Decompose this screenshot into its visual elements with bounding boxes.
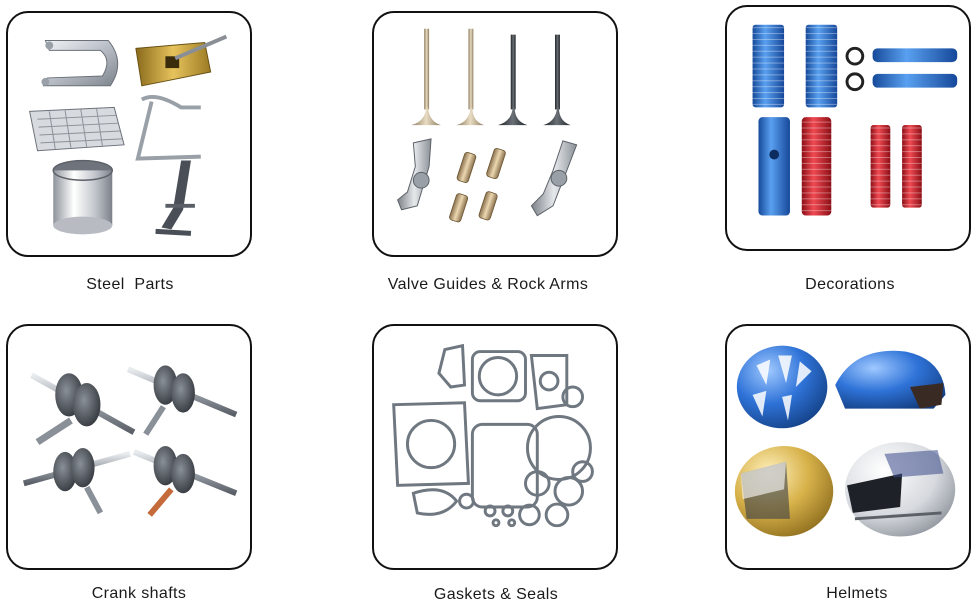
gaskets-seals-image <box>392 343 594 528</box>
steel-parts-card[interactable] <box>6 11 252 257</box>
helmets-label[interactable]: Helmets <box>826 585 888 602</box>
helmets-card[interactable] <box>725 324 971 570</box>
valve-guides-rock-arms-image <box>397 28 578 223</box>
crank-shafts-image <box>22 365 238 517</box>
gaskets-seals-card[interactable] <box>372 324 618 570</box>
gaskets-seals-label[interactable]: Gaskets & Seals <box>433 586 559 603</box>
valve-guides-rock-arms-label[interactable]: Valve Guides & Rock Arms <box>387 276 589 293</box>
valve-guides-rock-arms-card[interactable] <box>372 11 618 257</box>
steel-parts-image <box>29 34 228 236</box>
steel-parts-label[interactable]: Steel Parts <box>86 276 174 293</box>
decorations-image <box>752 24 958 216</box>
crank-shafts-card[interactable] <box>6 324 252 570</box>
decorations-label[interactable]: Decorations <box>805 276 895 293</box>
helmets-image <box>734 345 956 537</box>
crank-shafts-label[interactable]: Crank shafts <box>91 585 187 602</box>
decorations-card[interactable] <box>725 5 971 251</box>
